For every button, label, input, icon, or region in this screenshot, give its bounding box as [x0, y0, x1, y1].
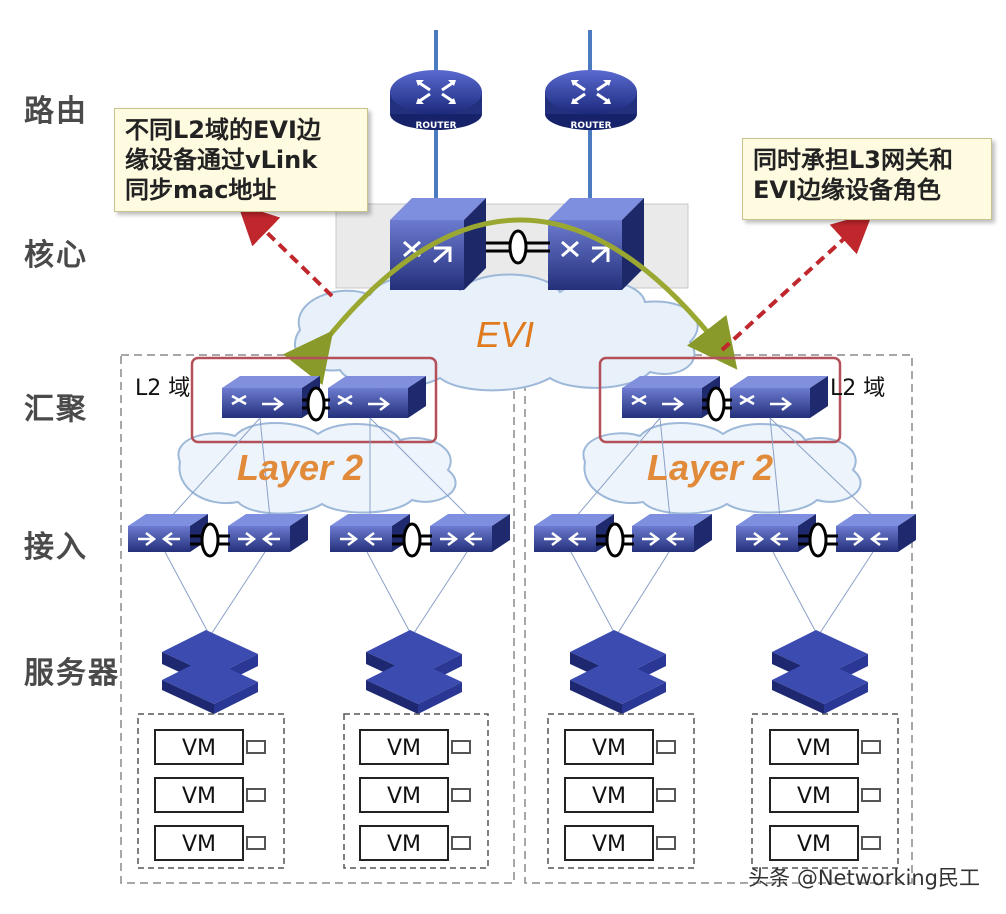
vm-label: VM — [182, 832, 216, 857]
vm-groups — [137, 713, 899, 869]
layer-label-access: 接入 — [24, 530, 88, 565]
access-switch-icon — [630, 512, 714, 554]
vm-label: VM — [592, 832, 626, 857]
evi-cloud-label: EVI — [476, 314, 534, 355]
vm-label: VM — [592, 736, 626, 761]
link-aggregation-icon — [508, 229, 528, 265]
callout-left-line: 缘设备通过vLink — [125, 146, 318, 174]
aggregation-switch-icon — [220, 374, 322, 420]
vm-label: VM — [797, 784, 831, 809]
vm-label: VM — [182, 784, 216, 809]
server-icon — [570, 630, 666, 714]
access-uplinks — [169, 417, 876, 519]
callout-arrow-right — [720, 212, 873, 352]
callout-left: 不同L2域的EVI边 缘设备通过vLink 同步mac地址 — [114, 108, 368, 212]
vlink-arc — [282, 217, 738, 386]
layer2-cloud-label-right: Layer 2 — [647, 447, 773, 488]
aggregation-switch-icon — [326, 374, 428, 420]
domain-label-left: L2 域 — [135, 376, 191, 401]
access-switch-icon — [226, 512, 310, 554]
domain-label-right: L2 域 — [830, 376, 886, 401]
access-switch-icon — [328, 512, 412, 554]
access-switch-icon — [428, 512, 512, 554]
core-switch-icon — [546, 196, 646, 292]
callout-left-line: 不同L2域的EVI边 — [125, 116, 321, 144]
callout-right-line: 同时承担L3网关和 — [753, 146, 953, 174]
callout-right: 同时承担L3网关和 EVI边缘设备角色 — [742, 138, 992, 220]
link-aggregation-icon — [402, 522, 422, 558]
layer-label-aggregation: 汇聚 — [24, 392, 88, 427]
layer2-cloud-label-left: Layer 2 — [237, 447, 363, 488]
link-aggregation-icon — [706, 386, 726, 422]
vm-label: VM — [182, 736, 216, 761]
vm-label: VM — [387, 784, 421, 809]
access-switch-icon — [734, 512, 818, 554]
l2-domain-box-right — [524, 354, 913, 884]
access-switch-icon — [834, 512, 918, 554]
link-aggregation-icon — [808, 522, 828, 558]
callout-left-line: 同步mac地址 — [125, 176, 277, 204]
layer2-cloud-left — [177, 422, 457, 515]
aggregation-switch-icon — [728, 374, 830, 420]
router-label: ROUTER — [415, 121, 456, 131]
aggregation-highlight-left — [190, 356, 438, 444]
access-switch-icon — [532, 512, 616, 554]
aggregation-switch-icon — [620, 374, 722, 420]
callout-right-line: EVI边缘设备角色 — [753, 176, 941, 204]
layer-label-routing: 路由 — [24, 94, 88, 129]
server-icon — [772, 630, 868, 714]
router-label: ROUTER — [570, 121, 611, 131]
vm-label: VM — [797, 832, 831, 857]
vm-label: VM — [387, 832, 421, 857]
callout-arrow-left — [237, 204, 334, 298]
access-switch-icon — [126, 512, 210, 554]
layer-label-server: 服务器 — [24, 656, 120, 691]
watermark: 头条 @Networking民工 — [748, 866, 980, 890]
server-uplinks — [164, 551, 874, 637]
link-aggregation-icon — [306, 386, 326, 422]
vm-label: VM — [387, 736, 421, 761]
layer-label-core: 核心 — [24, 238, 88, 273]
server-icon — [162, 630, 258, 714]
link-aggregation-icon — [200, 522, 220, 558]
vm-label: VM — [797, 736, 831, 761]
link-aggregation-icon — [605, 522, 625, 558]
vm-label: VM — [592, 784, 626, 809]
server-icon — [366, 630, 462, 714]
aggregation-highlight-right — [598, 356, 842, 444]
